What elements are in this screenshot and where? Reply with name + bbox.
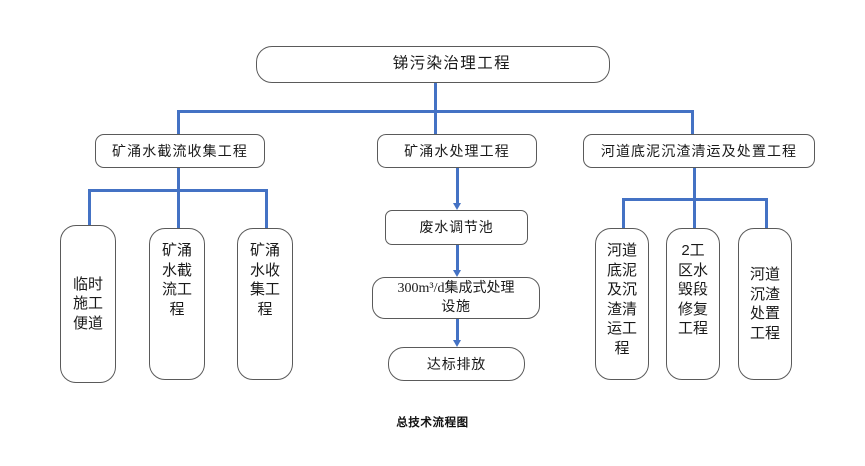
connector-branch1-drop-1	[88, 189, 91, 226]
connector-mid-3	[456, 319, 459, 341]
connector-bus-to-branch-1	[177, 110, 180, 135]
node-leaf-sediment-haul-label: 河道底泥及沉渣清运工程	[606, 242, 637, 357]
node-leaf-intercept-works-label: 矿涌水截流工程	[161, 242, 192, 318]
node-branch-river-sediment: 河道底泥沉渣清运及处置工程	[583, 134, 815, 168]
node-leaf-temp-road-label: 临时施工便道	[72, 275, 103, 332]
node-root: 锑污染治理工程	[256, 46, 610, 83]
connector-mid-1	[456, 168, 459, 204]
connector-branch3-drop-3	[765, 198, 768, 230]
arrowhead-mid-3	[452, 340, 461, 347]
arrowhead-mid-2	[452, 270, 461, 277]
connector-mid-2	[456, 245, 459, 271]
node-step-integrated-facility-line1: 300m³/d集成式处理	[397, 281, 515, 297]
connector-branch3-drop-1	[622, 198, 625, 230]
node-leaf-zone2-repair-label: 2工区水毁段修复工程	[677, 242, 708, 337]
figure-caption: 总技术流程图	[396, 417, 469, 429]
connector-bus-to-branch-2	[434, 110, 437, 135]
node-leaf-sediment-haul: 河道底泥及沉渣清运工程	[595, 228, 649, 380]
node-leaf-temp-road: 临时施工便道	[60, 225, 116, 383]
node-branch-mine-water-treatment: 矿涌水处理工程	[377, 134, 537, 168]
connector-branch1-stem	[177, 168, 180, 191]
connector-branch3-stem	[693, 168, 696, 200]
node-step-integrated-facility-line2: 设施	[441, 298, 471, 314]
node-step-compliant-discharge: 达标排放	[388, 347, 525, 381]
node-leaf-sediment-disposal: 河道沉渣处置工程	[738, 228, 792, 380]
node-step-regulating-tank: 废水调节池	[385, 210, 528, 245]
node-leaf-collection-works-label: 矿涌水收集工程	[249, 242, 280, 318]
node-leaf-intercept-works: 矿涌水截流工程	[149, 228, 205, 380]
connector-branch1-drop-3	[265, 189, 268, 229]
node-branch-mine-water-intercept: 矿涌水截流收集工程	[95, 134, 265, 168]
node-leaf-collection-works: 矿涌水收集工程	[237, 228, 293, 380]
connector-root-stem	[434, 83, 437, 112]
node-leaf-sediment-disposal-label: 河道沉渣处置工程	[749, 266, 780, 342]
connector-branch3-drop-2	[693, 198, 696, 230]
connector-bus-to-branch-3	[691, 110, 694, 135]
connector-branch1-drop-2	[177, 189, 180, 229]
node-step-integrated-facility: 300m³/d集成式处理 设施	[372, 277, 540, 319]
arrowhead-mid-1	[452, 203, 461, 210]
node-leaf-zone2-repair: 2工区水毁段修复工程	[666, 228, 720, 380]
